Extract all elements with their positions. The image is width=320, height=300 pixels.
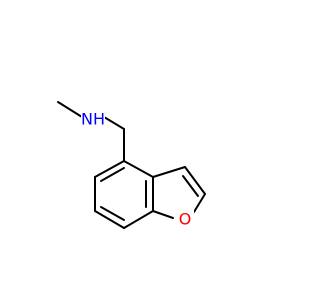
bond-methyl-nitrogen — [57, 101, 83, 118]
oxygen-label: O — [179, 210, 192, 229]
bond-c3a-c3 — [152, 166, 186, 178]
bond-c7a-c7 — [123, 210, 154, 229]
bond-c5-c4 — [94, 160, 125, 178]
bond-c2-o — [193, 193, 206, 213]
molecule-structure-diagram: NH O — [57, 101, 206, 230]
bond-nitrogen-methylene — [103, 116, 125, 130]
double-bond-c3-c2-inner — [182, 175, 199, 197]
nitrogen-label: NH — [81, 110, 105, 129]
double-bond-c6-c7-inner — [100, 206, 125, 221]
double-bond-c4-c5-inner — [100, 167, 125, 182]
nitrogen-label-background — [81, 109, 105, 129]
bond-c7-c6 — [94, 210, 125, 229]
oxygen-label-background — [176, 210, 194, 230]
bond-c3-c2 — [184, 166, 206, 195]
bond-o-c7a — [152, 210, 174, 219]
bond-c4-c3a — [123, 160, 154, 178]
